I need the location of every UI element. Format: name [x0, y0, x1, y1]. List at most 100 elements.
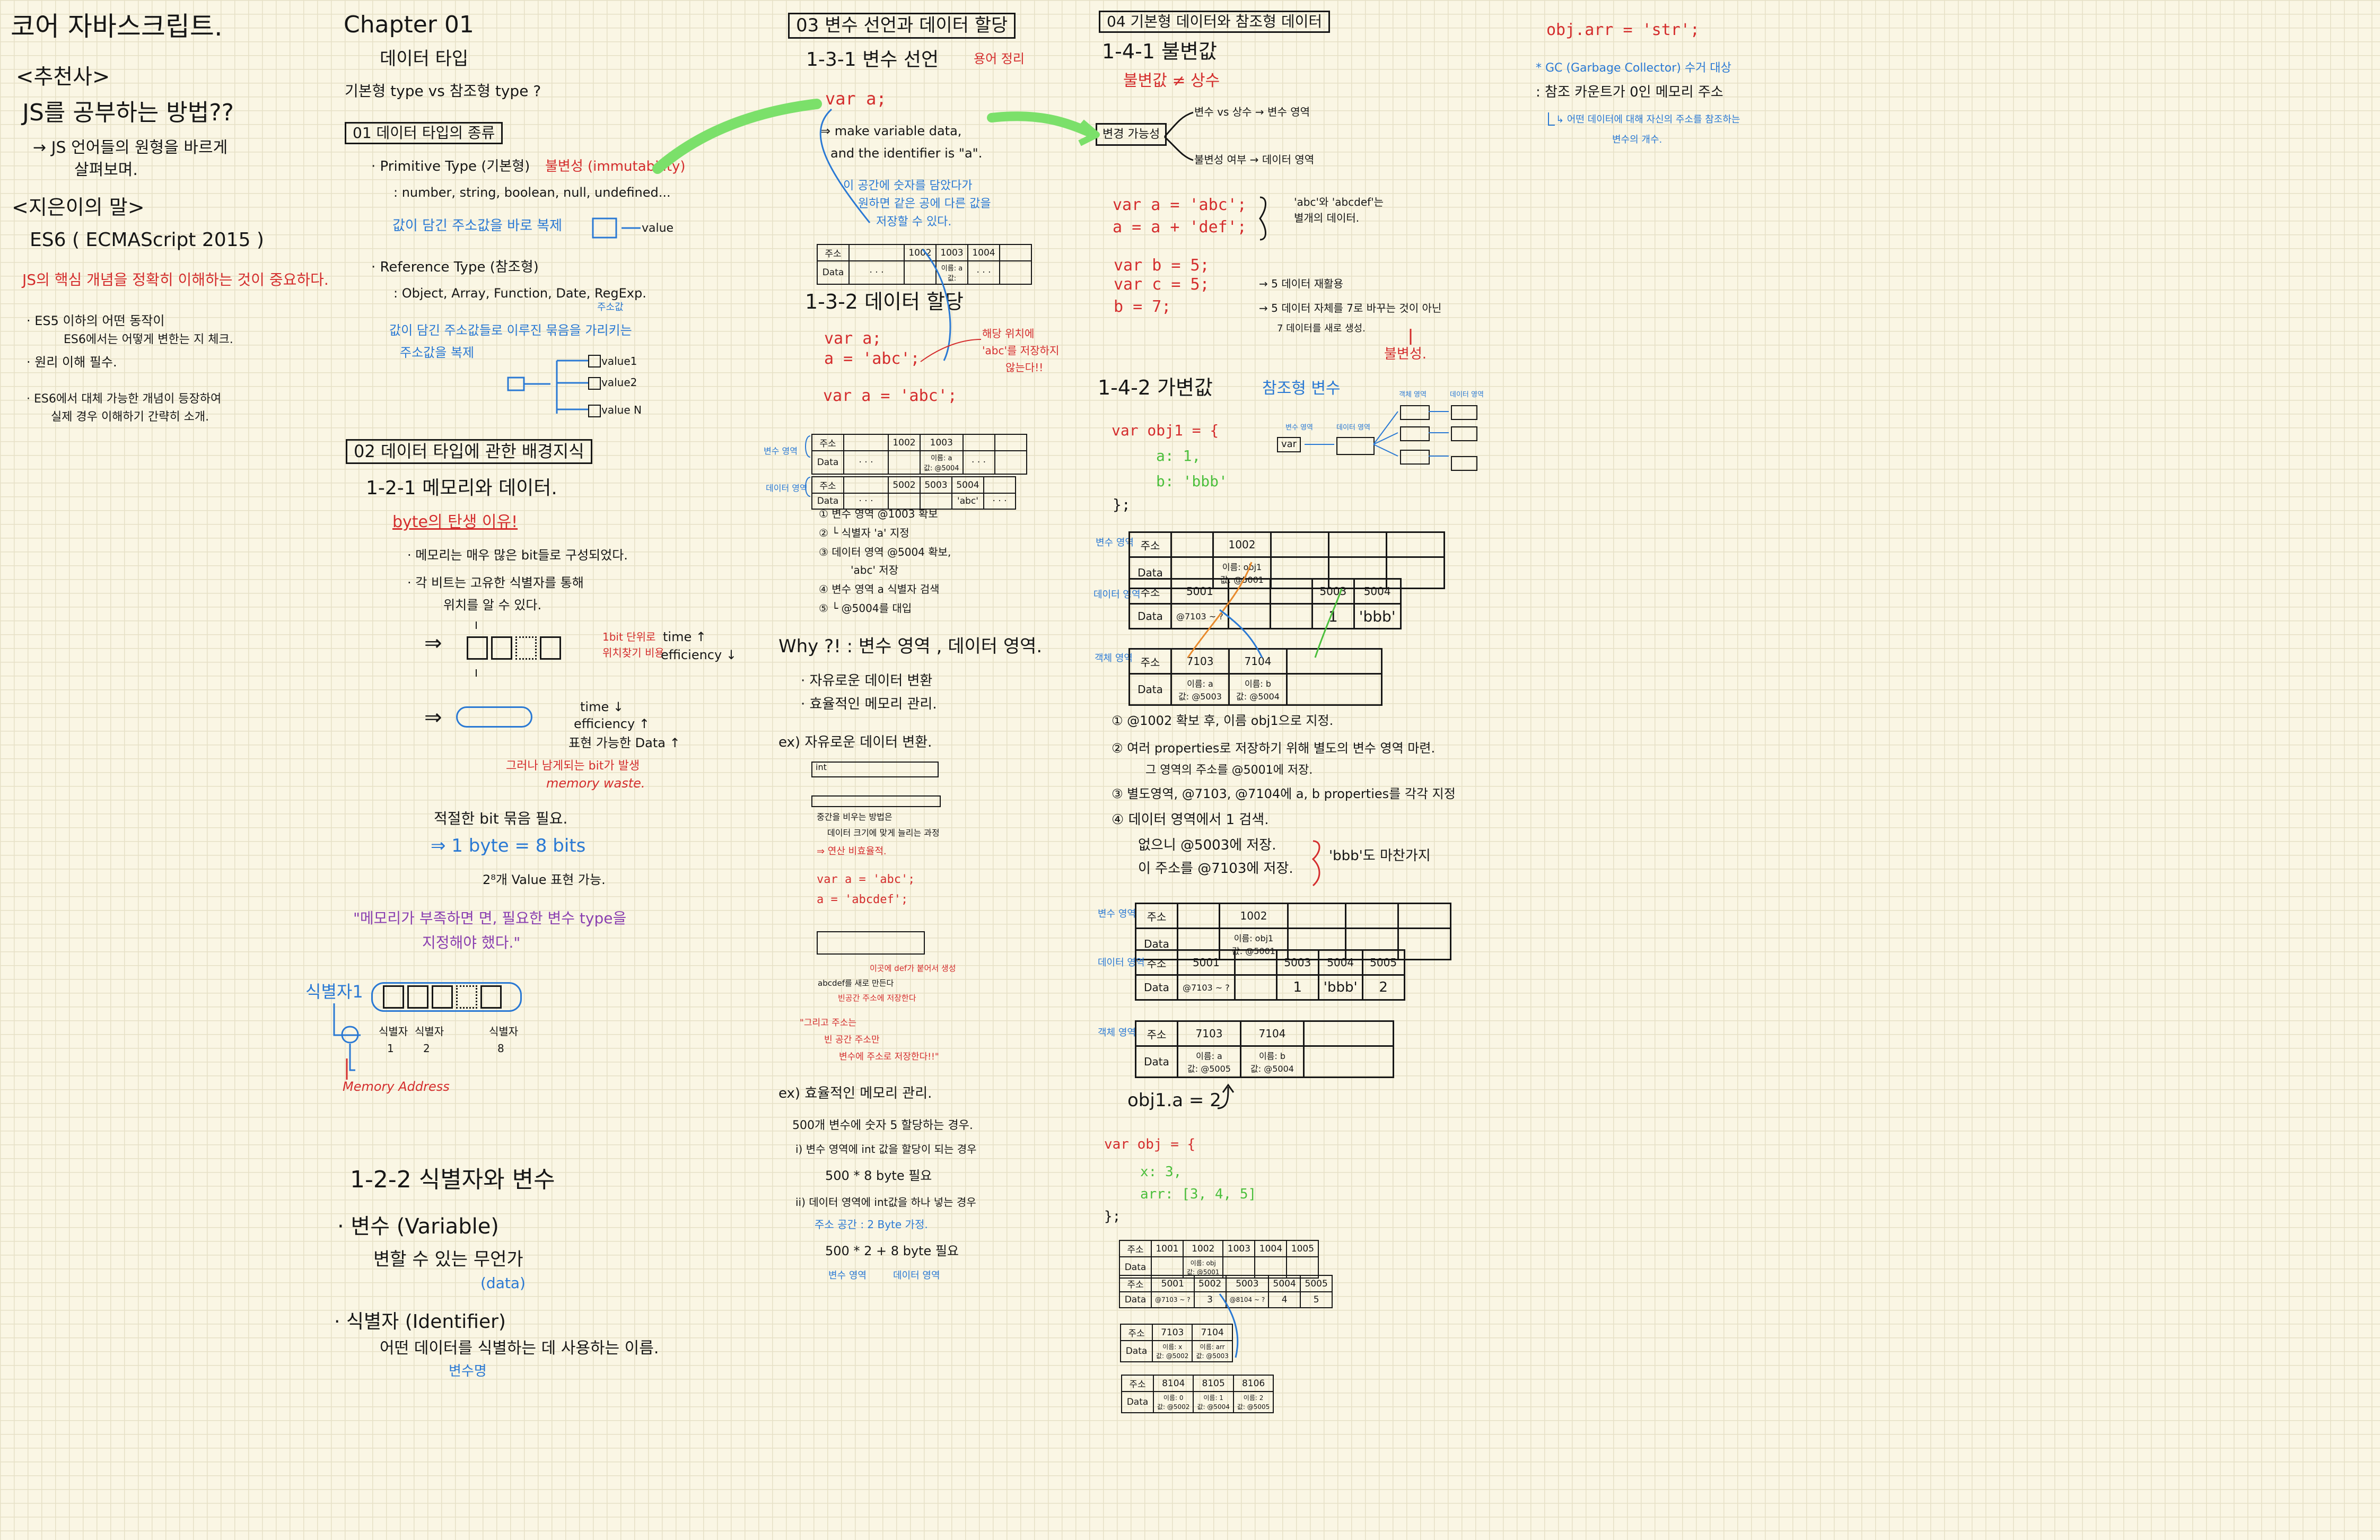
distinct-note-2: 별개의 데이터.: [1294, 212, 1360, 224]
pointer-arrow-a: [1187, 562, 1253, 658]
identifier-bracket: [333, 1003, 361, 1071]
green-connector-arrow: [652, 99, 822, 174]
cell: [999, 244, 1032, 261]
fig-value-box-3: [1451, 456, 1477, 471]
author-heading: <지은이의 말>: [12, 196, 145, 219]
cell: 5004: [951, 476, 984, 494]
cell: 1003: [920, 434, 964, 451]
reference-copy-note: 값이 담긴 주소값들로 이루진 묶음을 가리키는: [389, 323, 632, 338]
cell: [843, 434, 889, 451]
cell: 1002: [904, 244, 937, 261]
identifier-8-num: 8: [497, 1042, 504, 1055]
step-4: ④ 변수 영역 a 식별자 검색: [819, 583, 940, 596]
efficiency-up: efficiency ↑: [574, 716, 650, 731]
cell: [983, 476, 1016, 494]
blue-reference-box: [507, 360, 589, 414]
terminology-note: 용어 정리: [974, 51, 1025, 66]
value1-label: value1: [601, 355, 637, 368]
fig-var-area: 변수 영역: [1285, 424, 1313, 432]
cell: 5001: [1151, 1275, 1195, 1292]
cell: [1345, 903, 1399, 929]
red-remark-1: 해당 위치에: [982, 327, 1035, 340]
int-strip: int: [811, 762, 939, 777]
example-2-data-area: 데이터 영역: [893, 1270, 940, 1281]
time-down: time ↓: [580, 699, 624, 714]
data-header: Data: [817, 260, 850, 285]
code-obj-end: };: [1104, 1209, 1121, 1224]
cell: @8104 ~ ?: [1225, 1291, 1270, 1308]
compare-line-2: 불변성 여부 → 데이터 영역: [1194, 154, 1314, 166]
cell: [1177, 903, 1220, 929]
cell: [920, 493, 952, 510]
cell: 'bbb': [1353, 603, 1402, 629]
valueN-label: value N: [601, 404, 642, 416]
why-reason-2: · 효율적인 메모리 관리.: [801, 696, 937, 712]
cell: 8104: [1152, 1375, 1194, 1392]
compare-text-2: 불변성 여부 → 데이터 영역: [1194, 153, 1315, 166]
fig-object-box-3: [1400, 450, 1430, 465]
code-abc: var a = 'abc';: [1113, 196, 1247, 214]
cell: 8106: [1232, 1375, 1274, 1392]
fig-value-box-1: [1451, 405, 1477, 420]
cell: 5003: [920, 476, 952, 494]
cell: 1: [1275, 974, 1319, 1001]
addr-header: 주소: [1128, 648, 1172, 675]
intro-heading: <추천사>: [16, 65, 110, 89]
memory-quote: "메모리가 부족하면 면, 필요한 변수 type을: [353, 909, 627, 927]
fig-object-area: 객체 영역: [1399, 391, 1427, 399]
cell: 5005: [1361, 949, 1405, 976]
variable-definition: 변할 수 있는 무언가: [373, 1249, 523, 1270]
cell: [904, 260, 937, 285]
cell: [1233, 949, 1278, 976]
time-up: time ↑: [663, 629, 706, 644]
gc-bullet: [1548, 112, 1555, 126]
blue-note-1: 이 공간에 숫자를 담았다가: [843, 179, 973, 192]
data-header: Data: [811, 450, 844, 475]
cell: [848, 244, 905, 261]
step-5: ⑤ └ @5004를 대입: [819, 602, 912, 615]
shift-note-1: 중간을 비우는 방법은: [817, 812, 892, 822]
code-obj-arr-str: obj.arr = 'str';: [1546, 21, 1700, 39]
cell-name: 이름: a: [941, 265, 963, 273]
addr-header: 주소: [1135, 1020, 1178, 1047]
cell: [1397, 928, 1451, 960]
cell: 1002: [1182, 1240, 1224, 1257]
addr-header: 주소: [1121, 1375, 1154, 1392]
section-121-heading: 1-2-1 메모리와 데이터.: [366, 477, 557, 499]
cell: [999, 260, 1032, 285]
reference-list: : Object, Array, Function, Date, RegExp.: [393, 286, 646, 301]
blue-note-2: 원하면 같은 공에 다른 값을: [858, 197, 991, 211]
int-label: int: [816, 762, 827, 772]
cell-name: 이름: 1: [1203, 1394, 1223, 1402]
new-data-note: → 5 데이터 자체를 7로 바꾸는 것이 아닌: [1259, 302, 1442, 314]
cell: [888, 450, 921, 475]
cell-value: 값: @5005: [1187, 1064, 1231, 1074]
cell-name: 이름: obj: [1190, 1259, 1216, 1267]
data-header: Data: [1121, 1391, 1154, 1413]
blue-note-3: 저장할 수 있다.: [876, 215, 952, 229]
process-4d: 'bbb'도 마찬가지: [1329, 848, 1431, 864]
addr-header: 주소: [1119, 1240, 1152, 1257]
cell-value: 값: @5005: [1237, 1403, 1270, 1411]
code-c: var c = 5;: [1114, 275, 1210, 294]
code-obj1-end: };: [1113, 496, 1131, 513]
process-2b: 그 영역의 주소를 @5001에 저장.: [1145, 764, 1313, 777]
why-reason-1: · 자유로운 데이터 변환: [801, 673, 933, 689]
cell-value: 값: @5001: [1187, 1268, 1220, 1276]
data-header: Data: [1128, 673, 1172, 706]
cell: 1004: [1254, 1240, 1288, 1257]
memory-address-label: Memory Address: [343, 1079, 450, 1094]
cell: · · ·: [967, 260, 1000, 285]
shift-strip: [811, 795, 941, 807]
cell: 7103: [1170, 648, 1230, 675]
